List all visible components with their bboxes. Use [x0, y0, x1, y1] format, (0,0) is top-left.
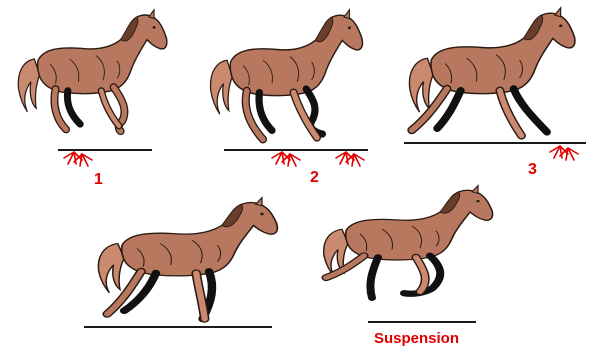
impact-mark-1 — [63, 151, 83, 165]
horse-frame-1 — [17, 9, 168, 136]
horse-frame-5 — [321, 184, 494, 301]
horse-frame-2 — [209, 9, 364, 144]
horse-frame-3 — [407, 7, 576, 140]
impact-mark-3a — [549, 145, 569, 159]
beat-label-3: 3 — [528, 161, 537, 178]
beat-label-2: 2 — [310, 169, 319, 186]
suspension-label: Suspension — [374, 330, 459, 347]
impact-mark-2c — [335, 151, 355, 165]
horse-frame-4 — [97, 196, 279, 323]
impact-mark-2a — [271, 151, 291, 165]
beat-label-1: 1 — [94, 171, 103, 188]
